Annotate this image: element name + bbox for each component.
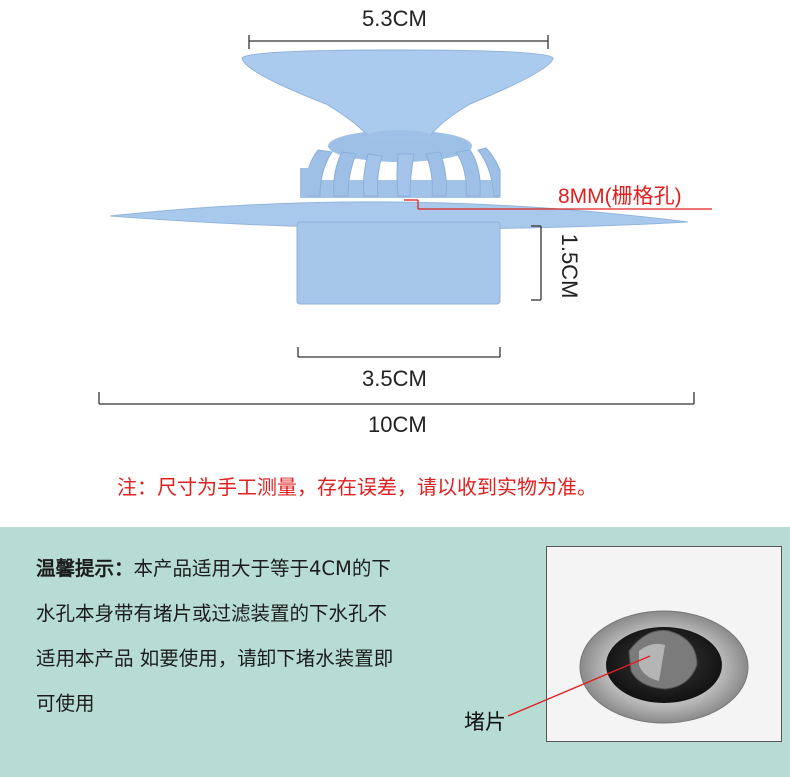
tip-line-1: 本产品适用大于等于4CM的下 <box>133 557 391 580</box>
total-width-label: 10CM <box>368 412 427 437</box>
stem-width-label: 3.5CM <box>362 366 427 391</box>
grid-hole-label: 8MM(栅格孔) <box>558 185 682 208</box>
product-illustration <box>98 35 712 405</box>
height-dimension <box>531 225 542 301</box>
top-width-label: 5.3CM <box>362 6 427 31</box>
stem-width-dimension <box>297 347 501 358</box>
tip-title: 温馨提示： <box>36 557 134 580</box>
plug-label: 堵片 <box>464 710 506 734</box>
top-width-dimension <box>248 35 549 49</box>
tip-line-4: 可使用 <box>36 692 95 715</box>
measurement-note: 注：尺寸为手工测量，存在误差，请以收到实物为准。 <box>117 475 597 499</box>
plug-pointer <box>507 655 651 717</box>
top-cup <box>241 49 554 137</box>
drain-photo <box>546 546 782 742</box>
tip-text: 温馨提示：本产品适用大于等于4CM的下 水孔本身带有堵片或过滤装置的下水孔不 适… <box>36 546 516 726</box>
tip-line-3: 适用本产品 如要使用，请卸下堵水装置即 <box>36 647 394 670</box>
drain-illustration <box>547 547 781 741</box>
height-label: 1.5CM <box>557 233 582 299</box>
grid-hole-pointer <box>404 199 712 210</box>
tip-line-2: 水孔本身带有堵片或过滤装置的下水孔不 <box>36 602 388 625</box>
grid-cage <box>300 130 501 198</box>
stem <box>296 221 501 305</box>
total-width-dimension <box>98 392 695 405</box>
